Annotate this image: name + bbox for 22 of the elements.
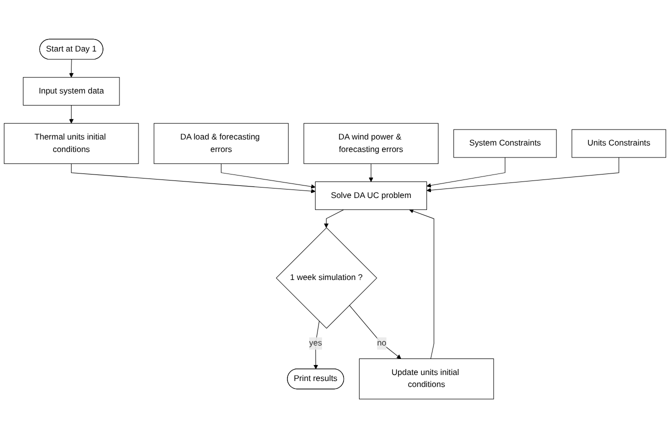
arrow: [426, 157, 506, 188]
arrow: [368, 163, 374, 182]
node-box: Input system data: [22, 77, 120, 106]
arrow: [69, 104, 74, 124]
node-box: DA load & forecasting errors: [154, 123, 289, 164]
node-box: Solve DA UC problem: [315, 181, 427, 210]
arrow: [409, 208, 434, 359]
node-box: DA wind power & forecasting errors: [304, 123, 438, 164]
node-diamond: 1 week simulation ?: [276, 227, 378, 329]
arrow: [314, 320, 320, 370]
node-box: Thermal units initial conditions: [4, 123, 139, 164]
node-box: Units Constraints: [572, 129, 666, 158]
edge-label: yes: [309, 338, 322, 348]
arrow: [69, 59, 74, 78]
arrow: [220, 163, 316, 189]
edge-label: no: [377, 338, 386, 348]
arrow: [324, 209, 344, 228]
node-box: System Constraints: [453, 129, 557, 158]
arrow: [426, 157, 620, 192]
arrow: [71, 163, 316, 194]
arrow: [349, 304, 402, 359]
node-box: Update units initial conditions: [359, 358, 494, 400]
